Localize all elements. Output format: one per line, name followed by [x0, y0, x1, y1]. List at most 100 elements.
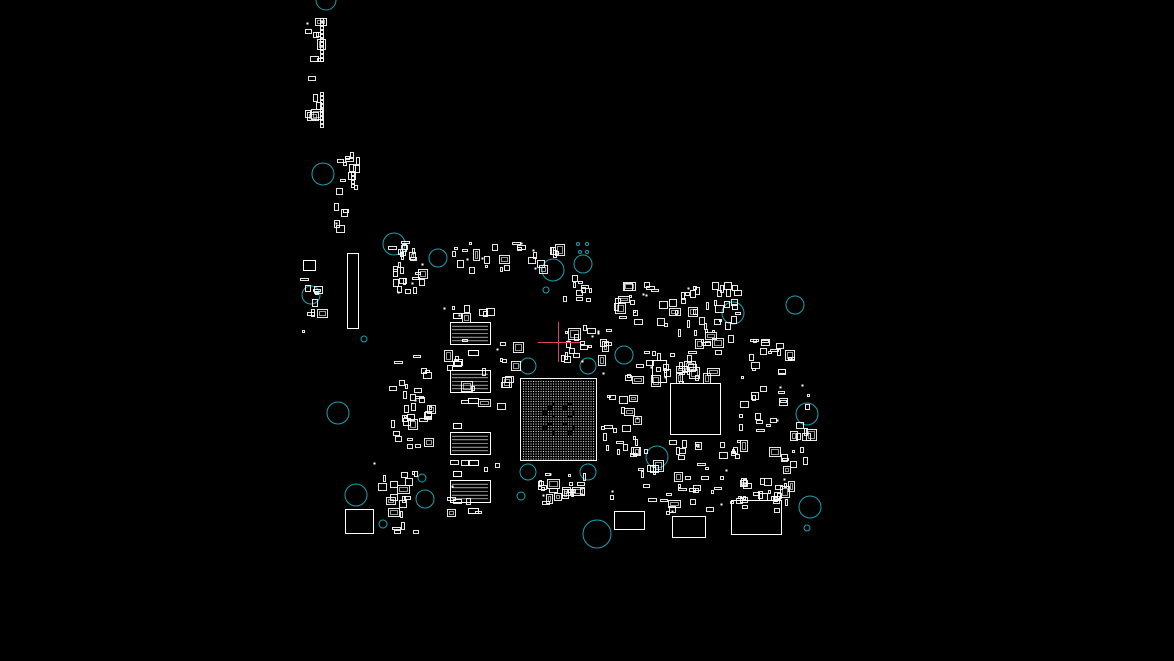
- bga-ball: [555, 458, 557, 460]
- component-pad: [410, 421, 416, 428]
- component: [740, 440, 748, 452]
- bga-ball: [553, 391, 555, 393]
- bga-ball: [568, 448, 570, 450]
- bga-ball: [553, 393, 555, 395]
- component-pad: [373, 462, 376, 465]
- bga-ball: [555, 431, 557, 433]
- component-pad: [720, 503, 723, 506]
- bga-ball: [570, 411, 572, 413]
- bga-ball: [580, 431, 582, 433]
- component: [485, 265, 488, 268]
- cpu-bga[interactable]: [520, 378, 597, 461]
- component: [500, 267, 503, 272]
- bga-ball: [540, 451, 542, 453]
- bga-ball: [525, 446, 527, 448]
- component-pad: [317, 20, 325, 24]
- bga-ball: [543, 416, 545, 418]
- memory-chip-3[interactable]: [450, 432, 491, 455]
- bga-ball: [593, 428, 595, 430]
- bga-ball: [570, 381, 572, 383]
- component: [404, 496, 411, 500]
- component-pad: [671, 510, 674, 513]
- bga-ball: [558, 441, 560, 443]
- component: [739, 414, 743, 418]
- bga-ball: [548, 381, 550, 383]
- component: [419, 397, 425, 403]
- component: [792, 450, 795, 453]
- bga-ball: [588, 418, 590, 420]
- bga-ball: [583, 411, 585, 413]
- bga-ball: [578, 401, 580, 403]
- component: [424, 412, 432, 419]
- bga-ball: [578, 428, 580, 430]
- component: [622, 425, 631, 432]
- bga-ball: [555, 401, 557, 403]
- bga-ball: [570, 393, 572, 395]
- bga-ball: [593, 443, 595, 445]
- component: [629, 395, 638, 402]
- bga-ball: [560, 451, 562, 453]
- pch-chip[interactable]: [670, 383, 721, 435]
- component: [652, 351, 656, 356]
- component: [343, 162, 347, 166]
- edge-connector[interactable]: [347, 253, 359, 329]
- bga-ball: [593, 458, 595, 460]
- mounting-hole: [415, 489, 435, 509]
- bga-ball: [523, 456, 525, 458]
- audio-jack[interactable]: [345, 509, 374, 534]
- bga-ball: [565, 383, 567, 385]
- component: [311, 309, 315, 317]
- bga-ball: [523, 436, 525, 438]
- component: [659, 301, 668, 309]
- bga-ball: [545, 403, 547, 405]
- bga-ball: [545, 408, 547, 410]
- bga-ball: [590, 428, 592, 430]
- component-pad: [771, 449, 779, 455]
- mounting-hole: [585, 250, 589, 254]
- bga-ball: [525, 401, 527, 403]
- component: [714, 487, 722, 490]
- bga-ball: [555, 423, 557, 425]
- bga-ball: [535, 448, 537, 450]
- bga-ball: [593, 393, 595, 395]
- component: [615, 303, 626, 314]
- bga-ball: [558, 421, 560, 423]
- component: [305, 29, 312, 34]
- bga-ball: [593, 418, 595, 420]
- bga-ball: [590, 403, 592, 405]
- bga-ball: [548, 403, 550, 405]
- memory-chip-2[interactable]: [450, 370, 491, 393]
- bga-ball: [523, 416, 525, 418]
- bga-ball: [543, 401, 545, 403]
- component: [580, 488, 585, 495]
- bga-ball: [575, 426, 577, 428]
- component: [687, 355, 692, 363]
- bga-ball: [593, 421, 595, 423]
- io-port-right[interactable]: [731, 500, 782, 535]
- component-pad: [532, 249, 535, 252]
- bga-ball: [578, 418, 580, 420]
- component-pad: [617, 305, 624, 312]
- bga-ball: [583, 458, 585, 460]
- component: [646, 286, 655, 290]
- component: [537, 260, 545, 268]
- component: [407, 444, 413, 449]
- component: [657, 318, 665, 326]
- bga-ball: [583, 451, 585, 453]
- bga-ball: [570, 406, 572, 408]
- component: [383, 475, 386, 482]
- bga-ball: [568, 396, 570, 398]
- component: [401, 472, 408, 478]
- bga-ball: [570, 391, 572, 393]
- component: [453, 499, 462, 504]
- component: [633, 416, 642, 425]
- bga-ball: [580, 391, 582, 393]
- bga-ball: [568, 456, 570, 458]
- io-port-left[interactable]: [614, 511, 645, 530]
- component: [568, 474, 571, 477]
- bga-ball: [565, 411, 567, 413]
- bga-ball: [570, 426, 572, 428]
- io-port-middle[interactable]: [672, 516, 706, 538]
- bga-ball: [538, 433, 540, 435]
